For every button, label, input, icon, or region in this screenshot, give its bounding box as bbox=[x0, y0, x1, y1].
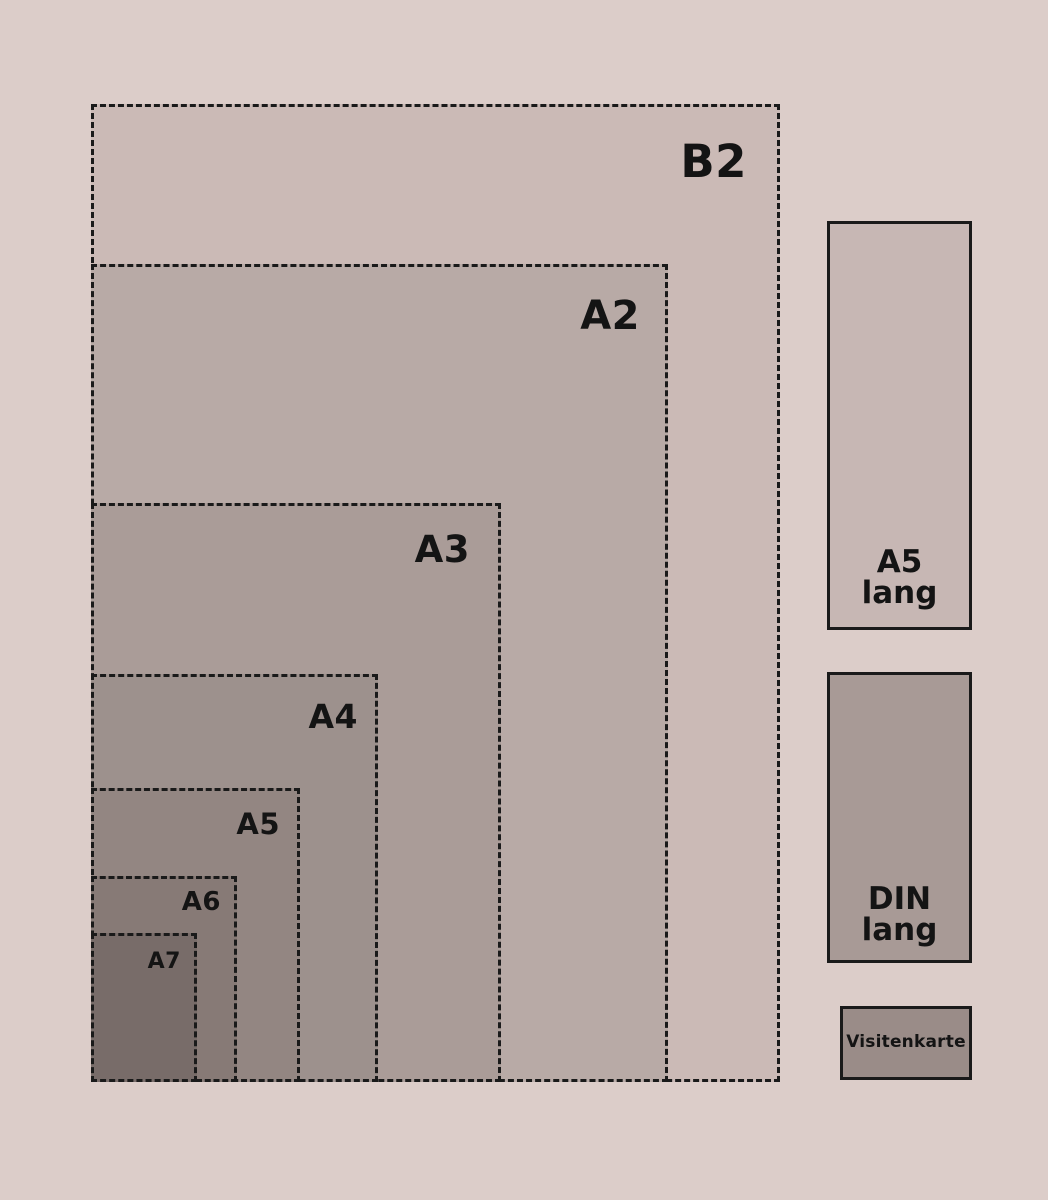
paper-format-label-a5-lang: A5 lang bbox=[830, 547, 969, 609]
label-line: DIN bbox=[867, 881, 932, 917]
paper-format-din-lang: DIN lang bbox=[827, 672, 972, 963]
paper-format-a5-lang: A5 lang bbox=[827, 221, 972, 630]
paper-format-label-a5: A5 bbox=[236, 807, 280, 841]
paper-format-label-visitenkarte: Visitenkarte bbox=[846, 1032, 966, 1053]
paper-format-label-b2: B2 bbox=[680, 135, 747, 188]
paper-format-label-a3: A3 bbox=[414, 528, 470, 571]
paper-format-label-a6: A6 bbox=[181, 887, 221, 917]
paper-format-label-a4: A4 bbox=[308, 697, 358, 736]
label-line: lang bbox=[861, 912, 938, 948]
paper-format-label-a2: A2 bbox=[580, 293, 640, 339]
label-line: A5 bbox=[876, 544, 923, 580]
paper-format-a7: A7 bbox=[91, 933, 197, 1082]
paper-format-label-a7: A7 bbox=[147, 949, 181, 974]
paper-format-visitenkarte: Visitenkarte bbox=[840, 1006, 972, 1080]
paper-format-label-din-lang: DIN lang bbox=[830, 884, 969, 946]
label-line: lang bbox=[861, 575, 938, 611]
